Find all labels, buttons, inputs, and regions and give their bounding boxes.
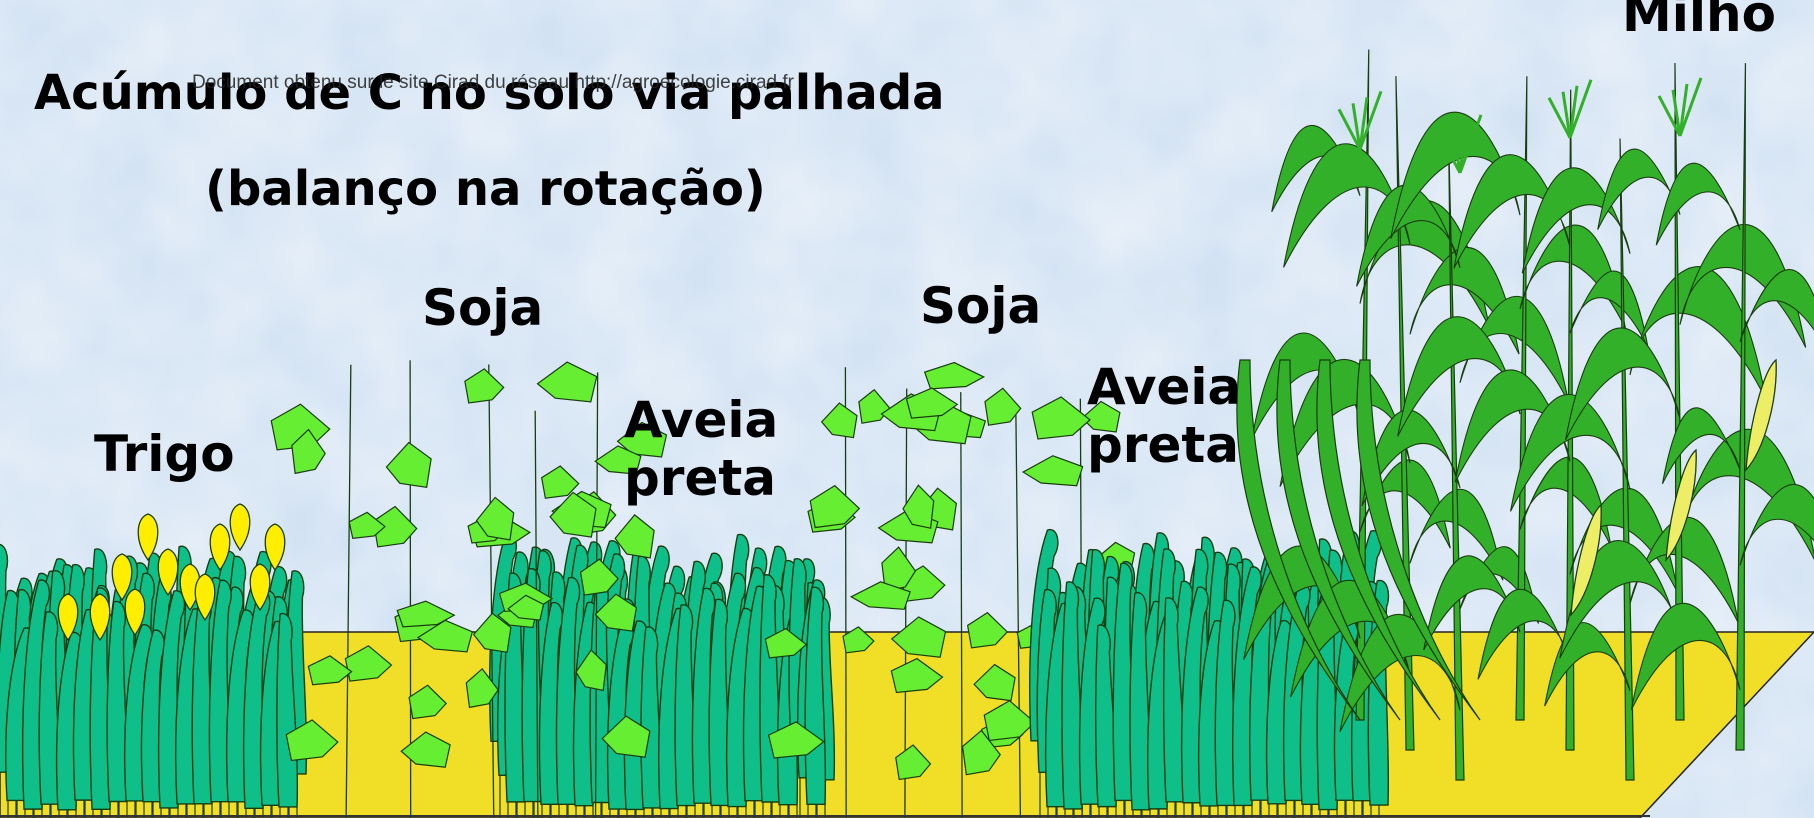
crop-label-aveia-preta-1: Aveia preta — [624, 392, 778, 507]
slide-subtitle: (balanço na rotação) — [205, 162, 766, 217]
crop-label-milho: Milho — [1622, 0, 1776, 44]
crop-label-aveia-preta-2: Aveia preta — [1087, 359, 1241, 474]
crop-label-trigo: Trigo — [94, 426, 235, 484]
aveia-preta-plants-1 — [490, 533, 815, 818]
source-watermark: Document obtenu sur le site Cirad du rés… — [192, 72, 794, 94]
crop-label-soja-2: Soja — [920, 278, 1041, 336]
aveia-preta-plants-3 — [1030, 530, 1389, 818]
aveia-leaf — [805, 587, 825, 804]
crop-label-soja-1: Soja — [422, 280, 543, 338]
